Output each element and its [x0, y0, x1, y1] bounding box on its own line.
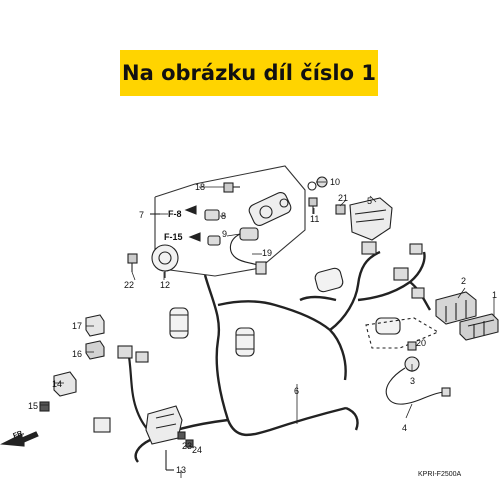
callout-20: 20 — [416, 338, 426, 348]
ignition-coil-right — [314, 241, 425, 335]
ref-f15: F-15 — [164, 232, 183, 242]
relay-14 — [53, 371, 77, 397]
part-number-banner: Na obrázku díl číslo 1 — [120, 50, 378, 96]
callout-24: 24 — [192, 445, 202, 455]
clip-15 — [39, 401, 50, 412]
ref-f8: F-8 — [168, 209, 182, 219]
regulator-relay — [349, 197, 393, 241]
leader-lines — [40, 181, 495, 478]
callout-21: 21 — [338, 193, 348, 203]
main-wire-harness — [134, 250, 432, 463]
callout-11: 11 — [310, 214, 319, 224]
callout-14: 14 — [52, 379, 62, 389]
bolt-18 — [223, 182, 240, 193]
clips-23-24 — [177, 431, 194, 448]
front-direction-arrow — [0, 431, 39, 447]
connector-block-13 — [93, 345, 183, 471]
callout-1: 1 — [492, 290, 497, 300]
lock-cylinders — [184, 205, 221, 246]
callout-5: 5 — [367, 196, 372, 206]
dashed-enclosure — [365, 317, 440, 349]
callout-10: 10 — [330, 177, 340, 187]
callout-18: 18 — [195, 182, 205, 192]
callout-3: 3 — [410, 376, 415, 386]
connector-tray — [435, 291, 477, 325]
ignition-coil-left — [169, 307, 255, 357]
bolt-21 — [335, 204, 346, 215]
callout-4: 4 — [402, 423, 407, 433]
bolt-11 — [308, 197, 318, 214]
callout-23: 23 — [182, 441, 192, 451]
callout-9: 9 — [222, 229, 227, 239]
callout-13: 13 — [176, 465, 186, 475]
callout-7: 7 — [139, 210, 144, 220]
bolt-22 — [127, 253, 138, 272]
bolt-20 — [407, 341, 417, 351]
callout-22: 22 — [124, 280, 134, 290]
direction-label: FR. — [12, 429, 25, 439]
horn — [151, 244, 179, 278]
callout-6: 6 — [294, 386, 299, 396]
callout-17: 17 — [72, 321, 82, 331]
callout-2: 2 — [461, 276, 466, 286]
diagram-code: KPRI-F2500A — [418, 471, 462, 478]
callout-16: 16 — [72, 349, 82, 359]
relay-16 — [85, 340, 105, 360]
callout-12: 12 — [160, 280, 170, 290]
fuse-box-part-1 — [459, 313, 499, 341]
ignition-switch — [229, 192, 292, 275]
clip-10 — [307, 176, 328, 191]
callout-15: 15 — [28, 401, 38, 411]
sensor-3 — [385, 356, 451, 405]
callout-8: 8 — [221, 211, 226, 221]
banner-text: Na obrázku díl číslo 1 — [122, 61, 376, 85]
callout-19: 19 — [262, 248, 272, 258]
relay-17 — [85, 314, 105, 337]
